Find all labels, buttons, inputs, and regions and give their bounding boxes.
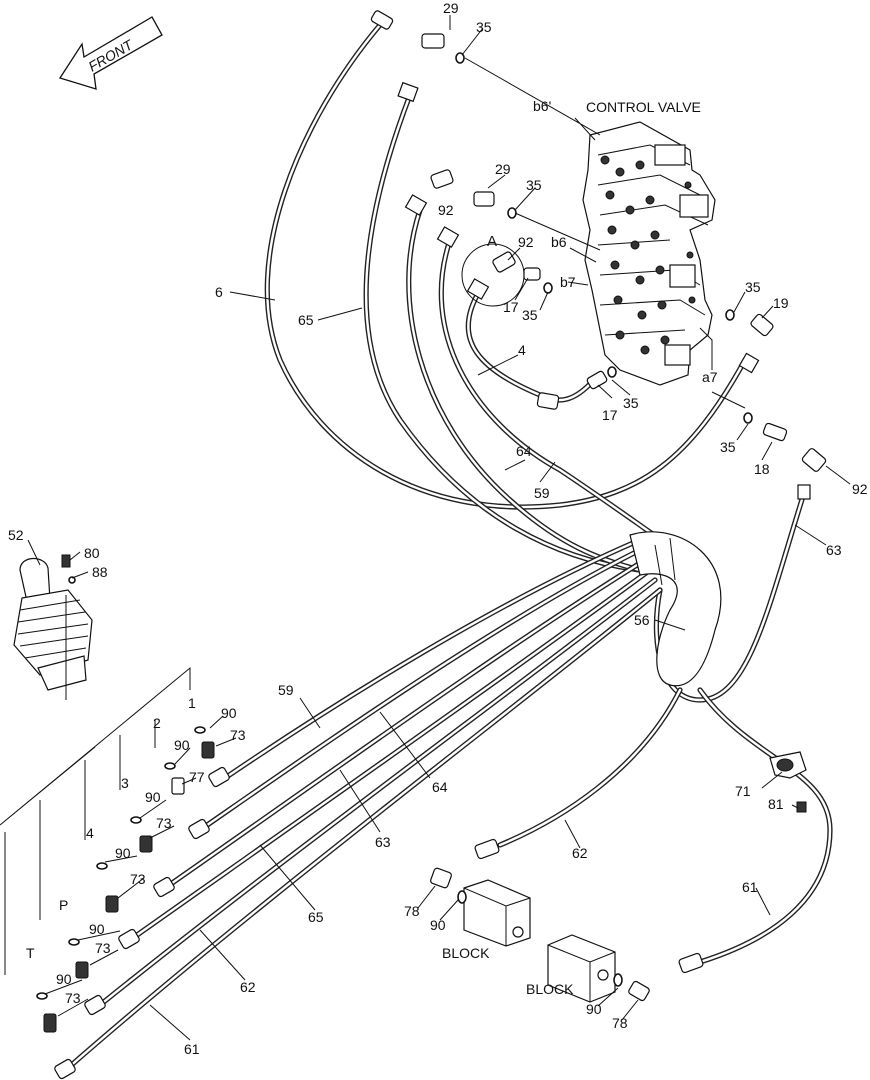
label-71: 71 (735, 783, 751, 799)
label-90-3: 90 (145, 789, 161, 805)
label-63-bot: 63 (375, 834, 391, 850)
clamp-71 (769, 751, 807, 813)
labels: 29 35 b6' 29 35 92 b6 A 92 b7 17 35 6 65… (8, 0, 868, 1057)
label-88: 88 (92, 564, 108, 580)
label-6: 6 (215, 284, 223, 300)
label-90-2: 90 (174, 737, 190, 753)
label-62-bot: 62 (240, 979, 256, 995)
label-62-mid: 62 (572, 845, 588, 861)
label-64-bot: 64 (432, 779, 448, 795)
label-90-4: 90 (115, 845, 131, 861)
label-61-r: 61 (742, 879, 758, 895)
detail-a-label: A (487, 233, 497, 250)
port-3: 3 (121, 775, 129, 791)
label-65-bot: 65 (308, 909, 324, 925)
joystick-52 (13, 554, 93, 700)
label-90-l: 90 (430, 917, 446, 933)
label-63-r: 63 (826, 542, 842, 558)
label-73-4: 73 (130, 871, 146, 887)
label-18: 18 (754, 461, 770, 477)
label-leaders (27, 15, 851, 1041)
label-19: 19 (773, 295, 789, 311)
label-35-mid: 35 (526, 177, 542, 193)
port-p: P (59, 897, 68, 913)
label-17-a: 17 (503, 299, 519, 315)
label-35-c: 35 (720, 439, 736, 455)
label-78-rb: 78 (612, 1015, 628, 1031)
port-b6-prime: b6' (533, 98, 551, 114)
blocks (430, 838, 704, 1003)
label-77: 77 (189, 769, 205, 785)
label-17-b: 17 (602, 407, 618, 423)
block-left-title: BLOCK (442, 945, 490, 961)
port-2: 2 (153, 715, 161, 731)
label-81: 81 (768, 796, 784, 812)
label-90-t: 90 (56, 971, 72, 987)
label-29-mid: 29 (495, 161, 511, 177)
label-35-b: 35 (623, 395, 639, 411)
label-73-p: 73 (95, 940, 111, 956)
label-73-t: 73 (65, 990, 81, 1006)
label-61-bot: 61 (184, 1041, 200, 1057)
hose-bundle (65, 22, 833, 1071)
fittings (370, 10, 827, 500)
label-92-r: 92 (852, 481, 868, 497)
port-4: 4 (86, 825, 94, 841)
label-78-l: 78 (404, 903, 420, 919)
port-leaders (0, 666, 191, 975)
control-valve: CONTROL VALVE (582, 99, 716, 386)
port-b7: b7 (560, 274, 576, 290)
label-80: 80 (84, 545, 100, 561)
port-b6: b6 (551, 234, 567, 250)
port-a7: a7 (702, 369, 718, 385)
block-right-title: BLOCK (526, 981, 574, 997)
label-92-mid: 92 (438, 202, 454, 218)
label-92-a: 92 (518, 234, 534, 250)
control-valve-title: CONTROL VALVE (586, 99, 701, 115)
port-t: T (26, 945, 35, 961)
label-65-top: 65 (298, 312, 314, 328)
front-arrow: FRONT (58, 16, 163, 90)
label-90-1: 90 (221, 705, 237, 721)
label-90-p: 90 (89, 921, 105, 937)
label-56: 56 (634, 612, 650, 628)
label-90-rb: 90 (586, 1001, 602, 1017)
label-29-top: 29 (443, 0, 459, 16)
label-64-top: 64 (516, 443, 532, 459)
label-59-bot: 59 (278, 682, 294, 698)
port-1: 1 (188, 695, 196, 711)
port-fittings (36, 726, 230, 1080)
label-4-top: 4 (518, 342, 526, 358)
label-35-a: 35 (522, 307, 538, 323)
label-35-top: 35 (476, 19, 492, 35)
label-35-r: 35 (745, 279, 761, 295)
label-73-1: 73 (230, 727, 246, 743)
label-73-3: 73 (156, 815, 172, 831)
label-52: 52 (8, 527, 24, 543)
label-59-top: 59 (534, 485, 550, 501)
